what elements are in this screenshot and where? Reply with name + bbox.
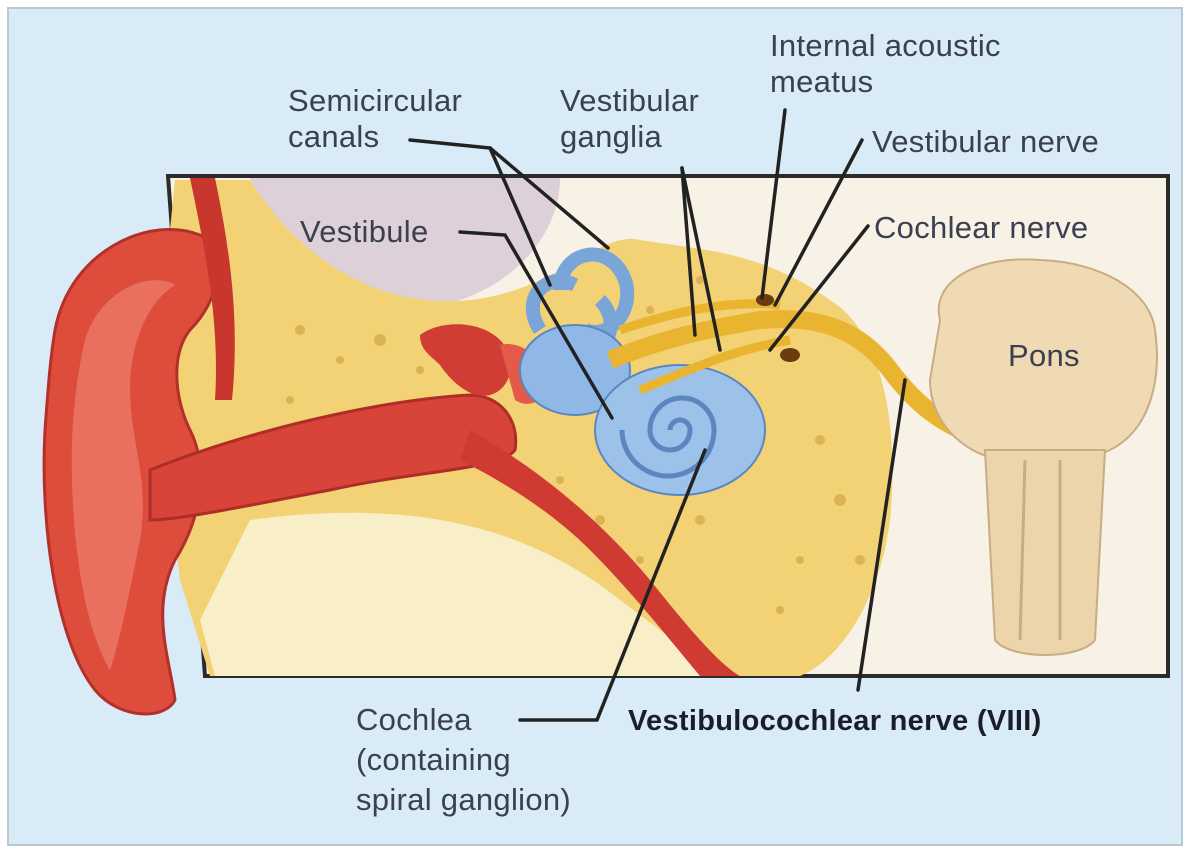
label-semicircular-canals: Semicircular canals [288,83,462,155]
meatus-opening-lower [780,348,800,362]
label-internal-acoustic-meatus: Internal acoustic meatus [770,28,1001,100]
label-vestibular-nerve: Vestibular nerve [872,124,1099,160]
label-vestibule: Vestibule [300,214,429,250]
cochlea-shape [595,365,765,495]
label-cochlea: Cochlea (containing spiral ganglion) [356,700,571,820]
label-pons: Pons [1008,338,1080,374]
label-vestibular-ganglia: Vestibular ganglia [560,83,699,155]
label-cochlear-nerve: Cochlear nerve [874,210,1088,246]
meatus-opening [756,294,774,306]
label-vestibulocochlear-nerve: Vestibulocochlear nerve (VIII) [628,703,1042,739]
